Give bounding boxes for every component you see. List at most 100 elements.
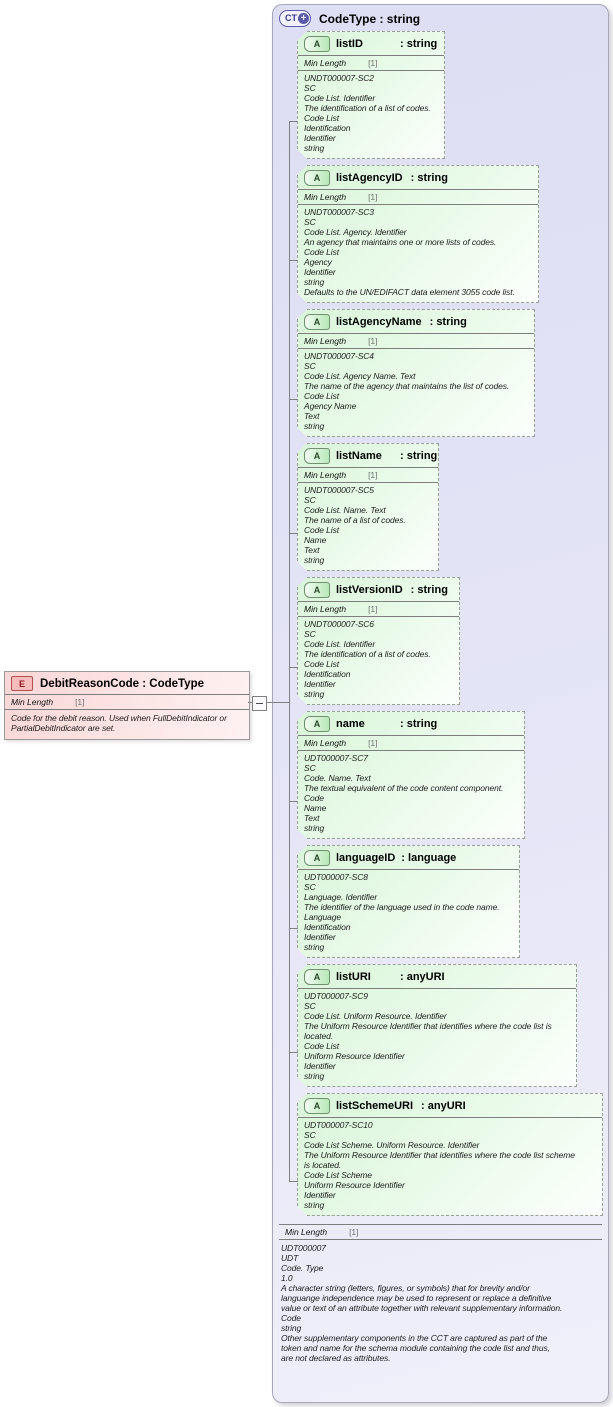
facet-row: Min Length [1] [298,735,524,751]
annotation-line: UDT000007 [281,1243,326,1253]
annotation-line: Code List. Uniform Resource. Identifier [304,1011,447,1021]
annotation-line: Identifier [304,1190,336,1200]
facet-name: Min Length [11,697,54,707]
annotation-line: SC [304,1130,316,1140]
attribute-header: A name : string [298,712,524,735]
annotation-line: Identifier [304,932,336,942]
attribute-list: A listID : string Min Length [1] UNDT000… [273,31,608,1216]
facet-name: Min Length [304,738,347,748]
annotation-line: Code List. Agency Name. Text [304,371,416,381]
element-annotation: Code for the debit reason. Used when Ful… [5,710,249,739]
facet-name: Min Length [304,336,347,346]
attribute-type: : string [410,172,448,184]
annotation-line: string [304,277,325,287]
facet-name: Min Length [304,604,347,614]
attribute-box[interactable]: A listName : string Min Length [1] UNDT0… [297,443,439,571]
collapse-toggle[interactable] [252,696,267,711]
attribute-box[interactable]: A listAgencyName : string Min Length [1]… [297,309,535,437]
attribute-header: A listID : string [298,32,444,55]
connector-line [289,928,298,929]
annotation-line: Text [304,545,320,555]
annotation-line: Code for the debit reason. Used when Ful… [11,713,227,723]
connector-line [289,533,298,534]
facet-row: Min Length [1] [298,333,534,349]
attribute-name: listSchemeURI [336,1100,414,1112]
annotation-line: Identification [304,669,351,679]
annotation-line: Code List [304,659,340,669]
annotation-line: SC [304,217,316,227]
facet-occurrence: [1] [368,470,378,480]
annotation-line: Identifier [304,679,336,689]
attribute-box[interactable]: A name : string Min Length [1] UDT000007… [297,711,525,839]
annotation-line: Code List. Agency. Identifier [304,227,407,237]
annotation-line: token and name for the schema module con… [281,1343,550,1353]
attribute-header: A listAgencyName : string [298,310,534,333]
attribute-icon: A [304,36,330,52]
annotation-line: Code List [304,391,340,401]
annotation-line: UDT000007-SC8 [304,872,368,882]
annotation-line: The identification of a list of codes. [304,649,431,659]
connector-line [289,121,298,122]
annotation-line: UNDT000007-SC3 [304,207,374,217]
facet-row: Min Length [1] [298,189,538,205]
annotation-line: Code List [304,525,340,535]
facet-name: Min Length [304,58,347,68]
attribute-box[interactable]: A listID : string Min Length [1] UNDT000… [297,31,445,159]
attribute-header: A listSchemeURI : anyURI [298,1094,602,1117]
annotation-line: value or text of an attribute together w… [281,1303,563,1313]
annotation-line: string [304,421,325,431]
element-header: E DebitReasonCode : CodeType [5,672,249,694]
annotation-line: Code List. Identifier [304,639,376,649]
attribute-type: : string [400,718,438,730]
element-node-debitreasoncode[interactable]: E DebitReasonCode : CodeType Min Length … [4,671,250,740]
connector-line [248,702,289,703]
facet-occurrence: [1] [75,697,85,707]
annotation-line: SC [304,83,316,93]
attribute-name: languageID [336,852,396,864]
annotation-line: Language. Identifier [304,892,378,902]
attribute-icon: A [304,314,330,330]
attribute-type: : string [400,38,438,50]
annotation-line: Identifier [304,133,336,143]
annotation-line: Code List [304,247,340,257]
complextype-title: CodeType : string [319,11,421,26]
facet-name: Min Length [304,470,347,480]
attribute-box[interactable]: A listVersionID : string Min Length [1] … [297,577,460,705]
attribute-name: listVersionID [336,584,403,596]
annotation-line: Code List Scheme. Uniform Resource. Iden… [304,1140,480,1150]
attribute-name: listID [336,38,363,50]
complextype-node-codetype[interactable]: CT + CodeType : string A listID : string… [272,4,609,1403]
annotation-line: Code. Name. Text [304,773,371,783]
attribute-type: : string [429,316,467,328]
attribute-type: : language [401,852,457,864]
connector-line [289,399,298,400]
attribute-type: : string [400,450,438,462]
attribute-icon: A [304,850,330,866]
plus-icon: + [298,13,309,24]
annotation-line: SC [304,763,316,773]
element-icon: E [11,676,33,691]
annotation-line: Code List [304,113,340,123]
attribute-type: : anyURI [400,971,445,983]
attribute-name: listAgencyID [336,172,403,184]
attribute-header: A listName : string [298,444,438,467]
attribute-box[interactable]: A listAgencyID : string Min Length [1] U… [297,165,539,303]
annotation-line: Name [304,803,327,813]
element-title: DebitReasonCode : CodeType [40,677,204,690]
annotation-line: UNDT000007-SC6 [304,619,374,629]
attribute-name: name [336,718,365,730]
annotation-line: Identifier [304,1061,336,1071]
annotation-line: Identification [304,922,351,932]
attribute-header: A listVersionID : string [298,578,459,601]
annotation-line: string [304,823,325,833]
attribute-icon: A [304,170,330,186]
attribute-header: A listAgencyID : string [298,166,538,189]
